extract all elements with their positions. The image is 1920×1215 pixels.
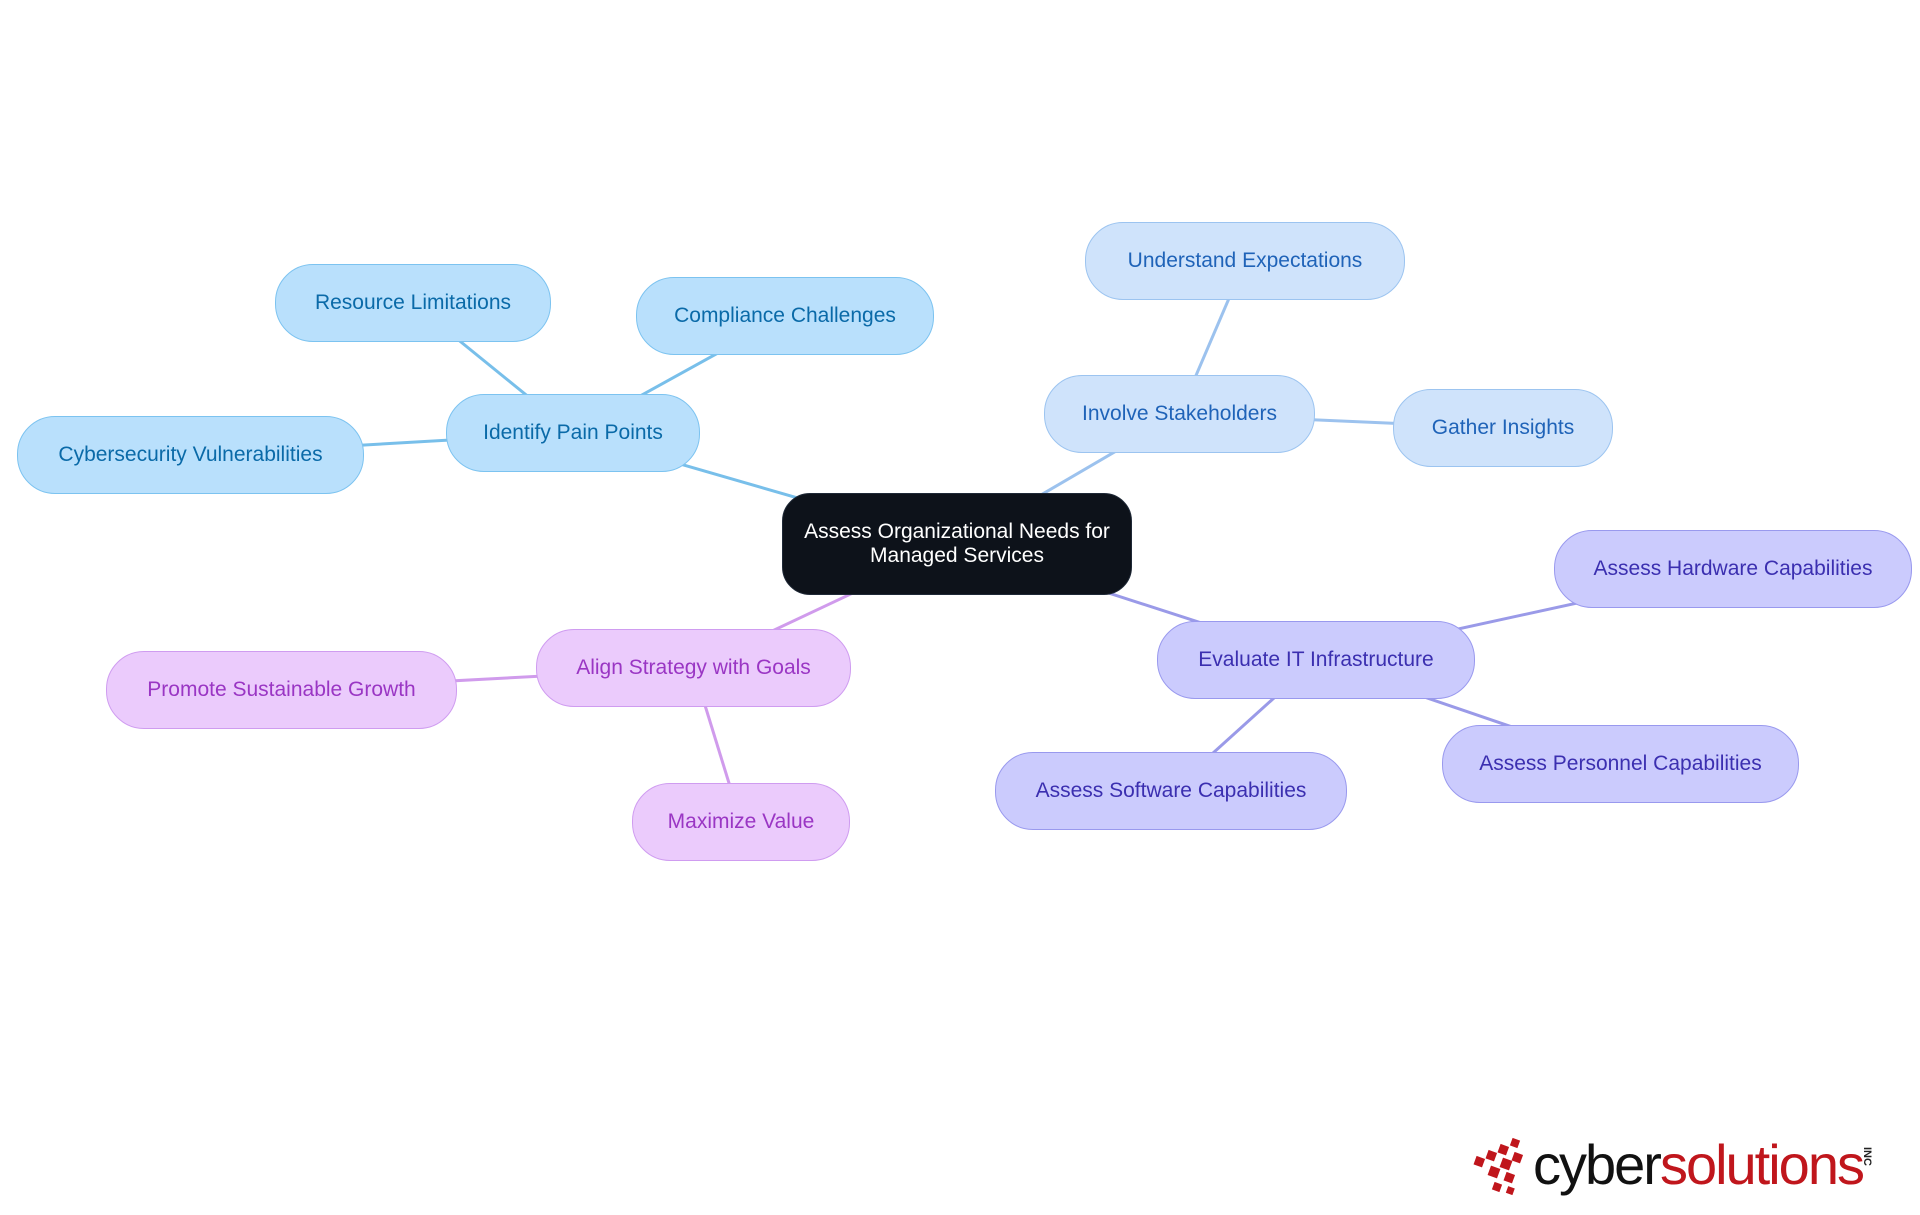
logo-wordmark: cybersolutions	[1533, 1125, 1865, 1205]
branch-node[interactable]: Identify Pain Points	[446, 394, 700, 472]
branch-node-label: Align Strategy with Goals	[576, 655, 811, 679]
leaf-node-label: Gather Insights	[1431, 415, 1575, 439]
leaf-node[interactable]: Promote Sustainable Growth	[106, 651, 457, 729]
leaf-node[interactable]: Understand Expectations	[1085, 222, 1405, 300]
leaf-node-label: Cybersecurity Vulnerabilities	[58, 442, 323, 466]
leaf-node-label: Maximize Value	[667, 809, 815, 833]
leaf-node[interactable]: Assess Software Capabilities	[995, 752, 1347, 830]
leaf-node-label: Assess Hardware Capabilities	[1593, 556, 1873, 580]
logo-word-cyber: cyber	[1533, 1133, 1662, 1196]
leaf-node[interactable]: Cybersecurity Vulnerabilities	[17, 416, 364, 494]
root-node-label: Assess Organizational Needs for Managed …	[804, 519, 1110, 567]
leaf-node-label: Understand Expectations	[1127, 248, 1363, 272]
logo-mark-icon	[1473, 1137, 1524, 1196]
leaf-node[interactable]: Compliance Challenges	[636, 277, 934, 355]
root-node[interactable]: Assess Organizational Needs for Managed …	[782, 493, 1132, 595]
logo-inc: INC	[1861, 1147, 1873, 1166]
leaf-node-label: Promote Sustainable Growth	[147, 677, 416, 701]
leaf-node[interactable]: Gather Insights	[1393, 389, 1613, 467]
leaf-node[interactable]: Maximize Value	[632, 783, 850, 861]
branch-node-label: Involve Stakeholders	[1082, 401, 1277, 425]
branch-node[interactable]: Involve Stakeholders	[1044, 375, 1315, 453]
leaf-node-label: Assess Software Capabilities	[1035, 778, 1307, 802]
leaf-node[interactable]: Assess Personnel Capabilities	[1442, 725, 1799, 803]
cybersolutions-logo: cybersolutions INC	[1463, 1125, 1883, 1205]
leaf-node-label: Resource Limitations	[314, 290, 512, 314]
leaf-node[interactable]: Assess Hardware Capabilities	[1554, 530, 1912, 608]
leaf-node[interactable]: Resource Limitations	[275, 264, 551, 342]
branch-node-label: Identify Pain Points	[483, 420, 663, 444]
leaf-node-label: Compliance Challenges	[674, 303, 896, 327]
logo-word-solutions: solutions	[1659, 1133, 1865, 1196]
branch-node-label: Evaluate IT Infrastructure	[1198, 647, 1434, 671]
branch-node[interactable]: Align Strategy with Goals	[536, 629, 851, 707]
leaf-node-label: Assess Personnel Capabilities	[1479, 751, 1762, 775]
branch-node[interactable]: Evaluate IT Infrastructure	[1157, 621, 1475, 699]
